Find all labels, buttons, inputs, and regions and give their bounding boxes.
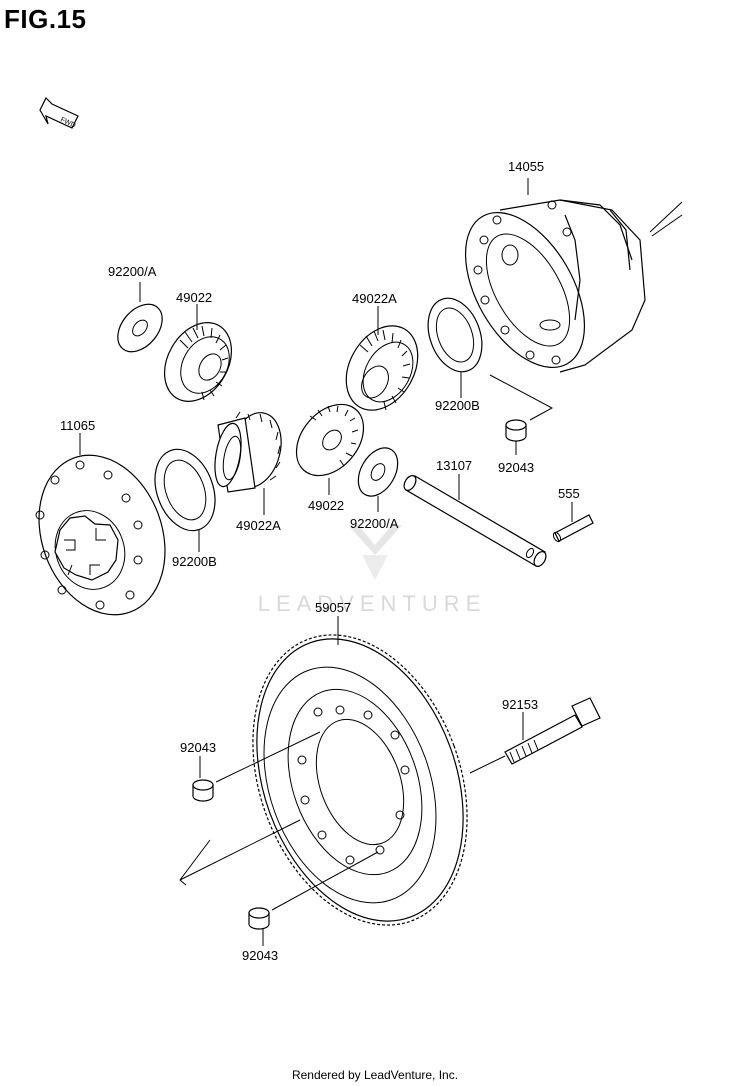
assembly-axis-arrow — [179, 819, 301, 886]
watermark-logo: LEADVENTURE — [258, 525, 487, 616]
leader-92153-axis — [469, 755, 506, 774]
label-49022-top: 49022 — [176, 290, 212, 305]
label-49022A-bottom: 49022A — [236, 518, 281, 533]
part-555-pin[interactable] — [552, 514, 594, 543]
part-92200B-washer-right[interactable] — [419, 291, 492, 380]
part-92043-dowel-bottom[interactable] — [248, 907, 270, 930]
label-59057: 59057 — [315, 600, 351, 615]
label-92043-right: 92043 — [498, 460, 534, 475]
part-49022-pinion-gear-top[interactable] — [151, 311, 245, 414]
watermark-text: LEADVENTURE — [258, 591, 487, 616]
label-92153: 92153 — [502, 697, 538, 712]
part-49022A-side-gear-top[interactable] — [332, 313, 432, 423]
label-92200A-bottom: 92200/A — [350, 516, 399, 531]
label-92200A-top: 92200/A — [108, 264, 157, 279]
part-92200A-washer-top[interactable] — [109, 296, 171, 361]
label-555: 555 — [558, 486, 580, 501]
leader-92043-right-case — [489, 374, 554, 421]
label-13107: 13107 — [436, 458, 472, 473]
part-92043-dowel-left[interactable] — [192, 779, 214, 802]
part-59057-ring-gear[interactable] — [215, 605, 506, 955]
label-92043-left: 92043 — [180, 740, 216, 755]
label-11065: 11065 — [60, 418, 95, 433]
label-92043-bottom: 92043 — [242, 948, 278, 963]
label-92200B-left: 92200B — [172, 554, 217, 569]
part-13107-pinion-shaft[interactable] — [402, 474, 549, 569]
part-92153-bolt[interactable] — [504, 697, 601, 765]
part-49022A-side-gear-bottom[interactable] — [211, 407, 289, 493]
part-49022-pinion-gear-bottom[interactable] — [283, 391, 377, 488]
part-92200A-washer-bottom[interactable] — [350, 441, 405, 503]
fwd-arrow-icon: FWD — [39, 96, 79, 130]
figure-title: FIG.15 — [4, 4, 87, 34]
part-92200B-washer-left[interactable] — [144, 441, 225, 539]
part-14055-differential-case[interactable] — [441, 192, 683, 387]
label-49022-bottom: 49022 — [308, 498, 344, 513]
label-92200B-right: 92200B — [435, 398, 480, 413]
part-92043-dowel-right[interactable] — [505, 419, 527, 442]
footer-credit: Rendered by LeadVenture, Inc. — [291, 1068, 459, 1082]
leader-92043-bottom-axis — [271, 851, 379, 911]
leader-92043-left-axis — [215, 731, 321, 783]
part-11065-case-cover[interactable] — [18, 437, 187, 632]
label-14055: 14055 — [508, 159, 544, 174]
label-49022A-top: 49022A — [352, 291, 397, 306]
